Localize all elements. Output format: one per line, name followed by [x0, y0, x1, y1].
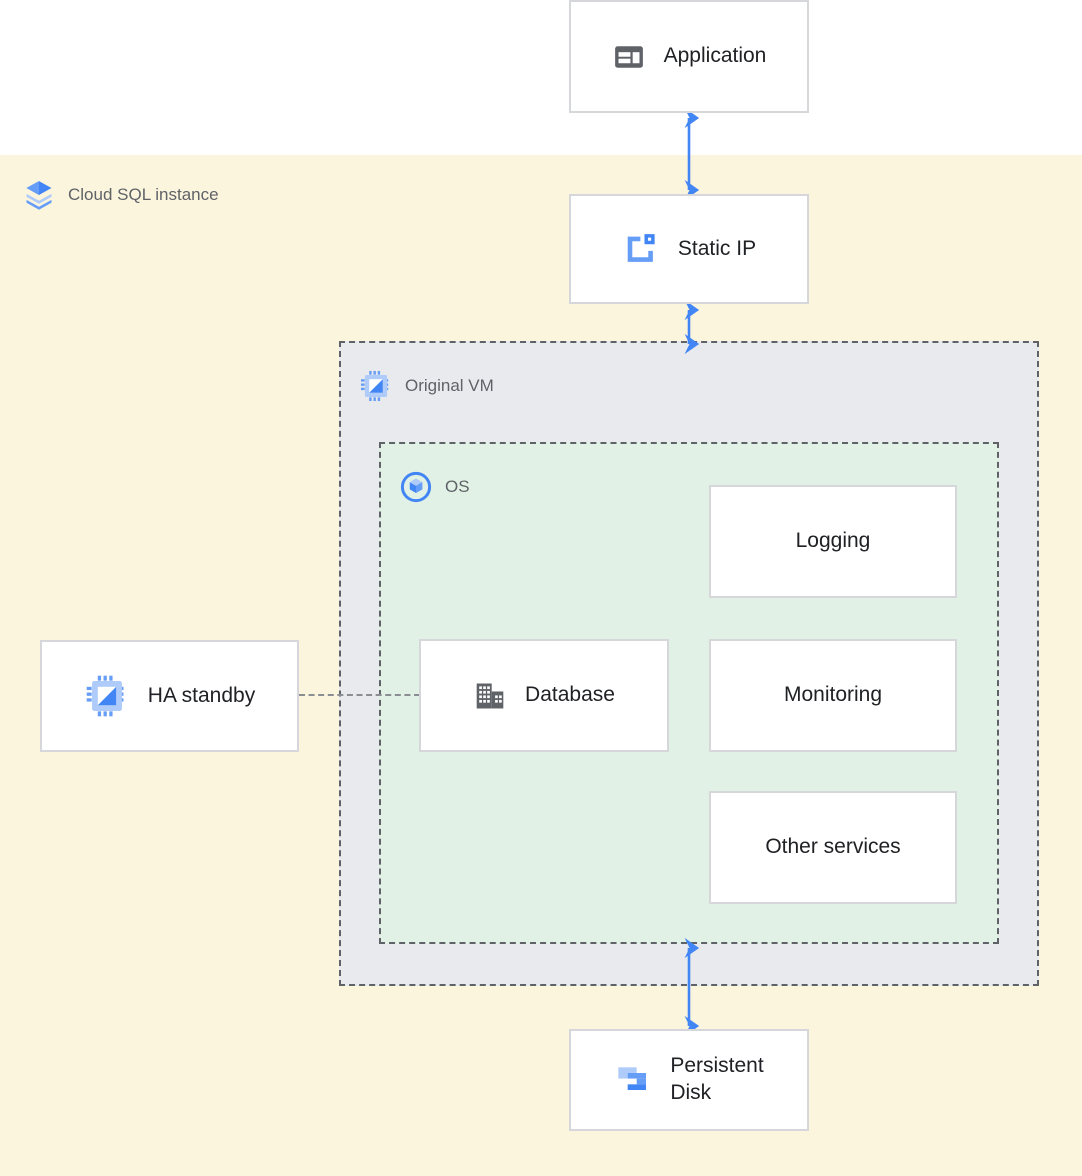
cloud-sql-instance-label: Cloud SQL instance [68, 185, 219, 204]
ha-standby-connector [299, 694, 420, 696]
node-ha-standby[interactable]: HA standby [40, 640, 299, 752]
original-vm-label: Original VM [405, 376, 494, 395]
os-header: OS [399, 470, 470, 504]
node-logging-label: Logging [795, 529, 871, 553]
node-persistent-disk-label-line1: Persistent [670, 1054, 764, 1078]
cpu-chip-icon [359, 369, 393, 403]
node-other-services-label: Other services [765, 835, 901, 859]
node-other-services[interactable]: Other services [709, 791, 957, 904]
node-logging[interactable]: Logging [709, 485, 957, 598]
node-monitoring-label: Monitoring [783, 683, 883, 707]
node-persistent-disk-label: Persistent Disk [670, 1053, 763, 1107]
cloud-sql-instance-header: Cloud SQL instance [22, 178, 219, 212]
application-layout-icon [612, 40, 646, 74]
os-label: OS [445, 477, 470, 496]
node-application-label: Application [663, 44, 767, 68]
node-database-label: Database [525, 683, 615, 707]
node-ha-standby-label: HA standby [147, 683, 256, 707]
database-building-icon [473, 679, 507, 713]
node-application[interactable]: Application [569, 0, 809, 113]
node-static-ip[interactable]: Static IP [569, 194, 809, 304]
node-database[interactable]: Database [419, 639, 669, 752]
persistent-disk-icon [614, 1060, 654, 1100]
cloud-sql-stack-icon [22, 178, 56, 212]
node-monitoring[interactable]: Monitoring [709, 639, 957, 752]
static-ip-icon [622, 230, 660, 268]
cpu-chip-icon [84, 673, 130, 719]
original-vm-header: Original VM [359, 369, 494, 403]
node-persistent-disk[interactable]: Persistent Disk [569, 1029, 809, 1131]
os-cube-circle-icon [399, 470, 433, 504]
node-static-ip-label: Static IP [677, 236, 757, 260]
node-persistent-disk-label-line2: Disk [670, 1081, 712, 1104]
